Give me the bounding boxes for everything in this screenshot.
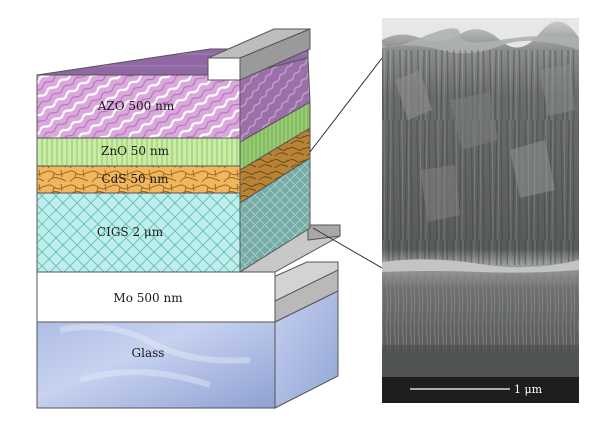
glass-label: Glass (132, 346, 165, 360)
azo-front-face (36, 74, 241, 139)
glass-texture (59, 323, 251, 388)
zno-label: ZnO 50 nm (101, 144, 170, 158)
mo-label: Mo 500 nm (113, 291, 183, 305)
zno-layer: ZnO 50 nm (36, 101, 311, 171)
mo-layer: Mo 500 nm (36, 261, 339, 323)
sem-image: 1 μm (381, 18, 579, 403)
top-contact (207, 28, 311, 81)
sem-interface (382, 259, 579, 273)
azo-label: AZO 500 nm (97, 99, 175, 113)
cigs-layer: CIGS 2 μm (36, 157, 311, 273)
cds-front-face (36, 165, 241, 194)
cds-layer: CdS 50 nm (36, 127, 311, 204)
mo-front-face (36, 271, 276, 323)
mo-ledge-side (307, 224, 341, 241)
layer-stack: Glass Mo 500 nm CIGS 2 μm CdS 50 nm (36, 28, 341, 409)
scalebar-band (382, 377, 579, 403)
cigs-front-face (36, 190, 241, 273)
scalebar-label: 1 μm (514, 383, 543, 396)
zno-front-face (36, 137, 241, 167)
connector-line-bottom (312, 227, 383, 269)
cds-label: CdS 50 nm (101, 172, 169, 186)
cigs-label: CIGS 2 μm (97, 225, 164, 239)
contact-front-face (207, 57, 241, 81)
connector-line-top (309, 57, 383, 153)
